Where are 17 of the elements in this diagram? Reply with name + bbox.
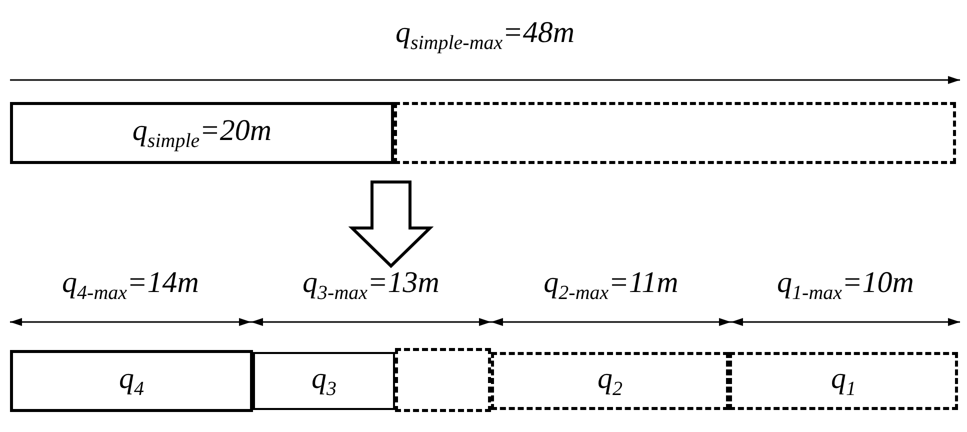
dimension-label: q$_{1-max}$=10m bbox=[777, 268, 914, 303]
dimension-label: q$_{3-max}$=13m bbox=[302, 268, 440, 303]
dimension-label: q$_{4-max}$=14m bbox=[62, 268, 199, 303]
segment-label: q$_{2}$ bbox=[598, 364, 622, 398]
dimension-label: q$_{2-max}$=11m bbox=[544, 268, 678, 303]
dashed-box bbox=[395, 348, 491, 412]
bar-segment bbox=[491, 352, 729, 410]
segment-label: q$_{1}$ bbox=[831, 364, 856, 398]
dimension-label: q$_{simple-max}$=48m bbox=[395, 18, 575, 53]
segment-label: q$_{4}$ bbox=[119, 364, 144, 398]
bar-segment bbox=[10, 102, 394, 164]
segment-label: q$_{3}$ bbox=[312, 364, 336, 398]
bar-segment bbox=[729, 352, 958, 410]
dashed-box bbox=[394, 102, 956, 164]
segment-label: q$_{simple}$=20m bbox=[132, 116, 272, 150]
bar-segment bbox=[253, 352, 395, 410]
bar-segment bbox=[10, 350, 253, 412]
